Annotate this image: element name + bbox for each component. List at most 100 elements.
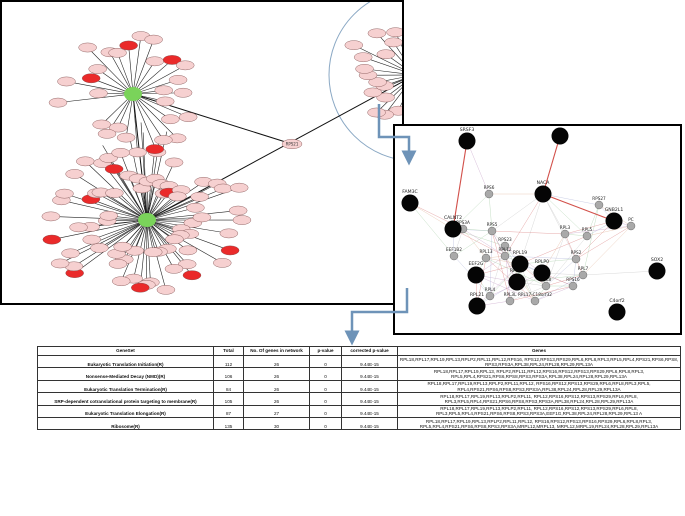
gene-label: NACA bbox=[537, 180, 551, 186]
gene-node-black bbox=[605, 212, 623, 230]
total-cell: 135 bbox=[213, 417, 244, 431]
association-edge bbox=[564, 225, 632, 235]
gene-label: RPL3 bbox=[560, 225, 571, 230]
gene-node-gray bbox=[481, 253, 491, 263]
gene-node-rps21 bbox=[281, 138, 303, 149]
enrichment-table: GeneSet Total No. Of genes in network p-… bbox=[37, 346, 681, 431]
gene-node bbox=[192, 212, 212, 223]
gene-label: RPL3L bbox=[504, 292, 517, 297]
association-edge bbox=[462, 228, 506, 257]
gene-node bbox=[119, 40, 138, 51]
gene-node-gray bbox=[500, 241, 510, 251]
gene-node bbox=[165, 234, 184, 245]
association-edge bbox=[485, 257, 547, 287]
gene-node bbox=[97, 128, 117, 139]
gene-node bbox=[355, 64, 374, 74]
gene-node bbox=[173, 87, 193, 98]
association-edge bbox=[586, 225, 632, 237]
gene-node bbox=[88, 64, 107, 74]
association-edge bbox=[534, 274, 584, 302]
gene-node-gray bbox=[484, 189, 494, 199]
p-value-cell: 0 bbox=[309, 354, 342, 369]
gene-node bbox=[213, 258, 232, 268]
interaction-edge bbox=[146, 219, 175, 269]
interaction-edge bbox=[61, 199, 148, 221]
gene-node bbox=[111, 148, 130, 158]
gene-node bbox=[61, 248, 80, 259]
gene-node bbox=[154, 135, 173, 145]
p-value-cell: 0 bbox=[309, 417, 342, 431]
association-edge bbox=[519, 193, 544, 265]
gene-node bbox=[42, 234, 62, 245]
corrected-p-value-cell: 9.44E-15 bbox=[341, 417, 398, 431]
gene-label: RPL4 bbox=[485, 287, 496, 292]
interaction-edge bbox=[363, 56, 402, 71]
interaction-edge bbox=[146, 219, 189, 251]
gene-node bbox=[81, 73, 101, 84]
gene-node bbox=[116, 132, 136, 143]
interaction-edge bbox=[146, 183, 218, 221]
gene-label-rps21: RPS21 bbox=[286, 142, 299, 147]
col-header-geneset: GeneSet bbox=[37, 346, 214, 356]
table-row: Eukaryotic Translation Elongation(R) 87 … bbox=[37, 404, 681, 419]
gene-label: SOX2 bbox=[651, 257, 663, 263]
interaction-edge bbox=[87, 47, 134, 95]
gene-label: RPL17-C18orf32 bbox=[518, 292, 552, 297]
gene-node bbox=[156, 96, 175, 107]
association-edge bbox=[462, 228, 487, 259]
gene-node bbox=[69, 222, 88, 233]
table-row: Ribosome(R) 135 30 0 9.44E-15 RPL18,RPL1… bbox=[37, 417, 681, 431]
gene-node bbox=[144, 247, 163, 257]
gene-node bbox=[108, 48, 127, 58]
association-edge bbox=[564, 233, 584, 276]
association-edge bbox=[542, 193, 588, 237]
interaction-edge bbox=[96, 192, 148, 221]
association-edge bbox=[509, 285, 547, 302]
gene-node bbox=[367, 107, 386, 118]
total-cell: 105 bbox=[213, 392, 244, 406]
association-edge bbox=[545, 235, 588, 287]
interaction-edge bbox=[74, 219, 148, 274]
corrected-p-value-cell: 9.44E-15 bbox=[341, 379, 398, 394]
gene-node bbox=[65, 169, 84, 179]
gene-label: RPS3A bbox=[456, 220, 470, 225]
association-edge bbox=[476, 263, 521, 307]
in-network-cell: 27 bbox=[243, 404, 310, 419]
association-edge bbox=[491, 193, 544, 232]
interaction-edge bbox=[117, 52, 134, 95]
interaction-edge bbox=[109, 52, 134, 95]
genes-cell: RPL18,RPL17,RPL19,RPL13,RPLP2,RPL11,RPL1… bbox=[397, 417, 681, 431]
association-edge bbox=[504, 245, 536, 302]
gene-label: FAM3C bbox=[402, 189, 417, 195]
node-layer: RPS21 bbox=[41, 27, 402, 295]
gene-label: RPL21 bbox=[470, 292, 484, 298]
gene-node-black bbox=[468, 297, 486, 315]
interaction-edge bbox=[132, 39, 154, 95]
gene-label: EEF2G bbox=[469, 261, 484, 267]
association-edge bbox=[575, 220, 615, 260]
strong-edge bbox=[542, 193, 615, 222]
col-header-corrected-p-value: corrected p-value bbox=[341, 346, 398, 356]
gene-node bbox=[344, 40, 364, 50]
association-edge bbox=[516, 274, 584, 283]
gene-node bbox=[78, 42, 97, 53]
gene-node bbox=[230, 182, 249, 193]
gene-label: RPS23 bbox=[498, 237, 512, 242]
strong-edge bbox=[452, 140, 468, 230]
gene-node bbox=[113, 241, 132, 252]
association-edge bbox=[491, 230, 506, 257]
gene-label: RPS6 bbox=[484, 185, 495, 190]
gene-label: RPS27 bbox=[592, 196, 606, 201]
in-network-cell: 26 bbox=[243, 392, 310, 406]
gene-node bbox=[145, 144, 165, 154]
interaction-network-panel: RPS21 bbox=[0, 0, 404, 305]
interaction-edge bbox=[132, 93, 178, 139]
interaction-edge bbox=[132, 36, 142, 95]
association-edge bbox=[542, 193, 577, 260]
gene-node-black bbox=[533, 264, 551, 282]
total-cell: 87 bbox=[213, 404, 244, 419]
in-network-cell: 30 bbox=[243, 417, 310, 431]
gene-node-gray bbox=[505, 296, 515, 306]
gene-node bbox=[162, 55, 182, 65]
interaction-edge bbox=[128, 45, 134, 95]
